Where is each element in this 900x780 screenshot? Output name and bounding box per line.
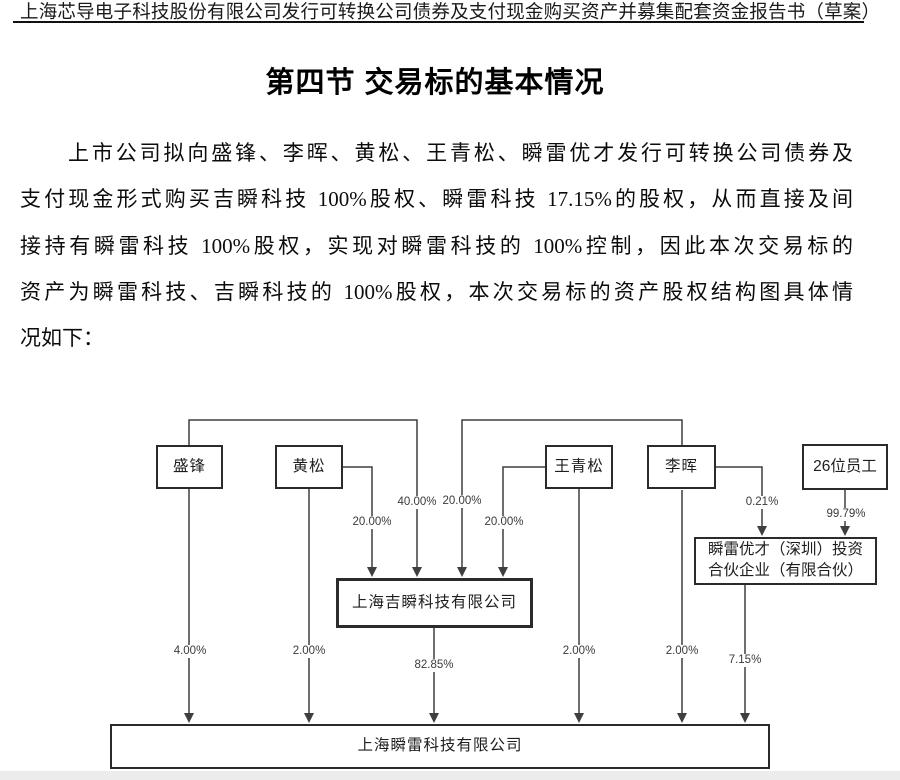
node-label: 李晖 [664,457,698,475]
node-youcai-partnership: 瞬雷优才（深圳）投资 合伙企业（有限合伙） [694,537,877,585]
chapter-title: 第四节 交易标的基本情况 [265,67,605,99]
node-label: 王青松 [554,457,604,475]
node-huangsong: 黄松 [275,445,343,489]
ownership-label-shengfeng-shunlei: 4.00% [170,645,210,658]
node-wangqingsong: 王青松 [545,445,613,489]
running-header: 上海芯导电子科技股份有限公司发行可转换公司债券及支付现金购买资产并募集配套资金报… [20,3,881,23]
paragraph-line: 上市公司拟向盛锋、李晖、黄松、王青松、瞬雷优才发行可转换公司债券及 [68,141,853,165]
ownership-label-shengfeng-jishun: 40.00% [394,496,440,509]
body-paragraph: 上市公司拟向盛锋、李晖、黄松、王青松、瞬雷优才发行可转换公司债券及 支付现金形式… [20,130,853,361]
node-shunlei: 上海瞬雷科技有限公司 [110,724,770,769]
node-label-line2: 合伙企业（有限合伙） [707,562,863,579]
paragraph-line: 接持有瞬雷科技 100%股权，实现对瞬雷科技的 100%控制，因此本次交易标的 [20,233,853,258]
page-bottom-strip [0,771,900,780]
ownership-label-wangqingsong-jishun: 20.00% [481,516,527,529]
node-label-line1: 瞬雷优才（深圳）投资 [707,541,863,559]
node-label: 黄松 [292,457,326,475]
paragraph-line: 况如下： [20,326,104,351]
header-rule [13,21,864,23]
ownership-label-jishun-shunlei: 82.85% [411,659,457,672]
node-jishun: 上海吉瞬科技有限公司 [336,578,533,628]
node-employees: 26位员工 [802,444,888,490]
node-label: 瞬雷优才（深圳）投资 合伙企业（有限合伙） [708,540,863,582]
node-label: 盛锋 [172,457,206,475]
node-label: 上海吉瞬科技有限公司 [351,593,517,611]
paragraph-line: 资产为瞬雷科技、吉瞬科技的 100%股权，本次交易标的资产股权结构图具体情 [20,279,853,304]
ownership-label-huangsong-jishun: 20.00% [349,516,395,529]
ownership-label-lihui-youcai: 0.21% [742,496,782,509]
node-label: 26位员工 [813,457,877,475]
ownership-label-lihui-jishun: 20.00% [439,495,485,508]
ownership-label-youcai-shunlei: 7.15% [725,654,765,667]
arrowheads [184,526,850,723]
ownership-label-employees-youcai: 99.79% [823,508,869,521]
ownership-label-wangqingsong-shunlei: 2.00% [559,645,599,658]
node-lihui: 李晖 [647,445,716,489]
ownership-label-huangsong-shunlei: 2.00% [289,645,329,658]
paragraph-line: 支付现金形式购买吉瞬科技 100%股权、瞬雷科技 17.15%的股权，从而直接及… [20,187,853,212]
node-label: 上海瞬雷科技有限公司 [357,737,523,755]
ownership-label-lihui-shunlei: 2.00% [662,645,702,658]
node-shengfeng: 盛锋 [156,445,223,489]
